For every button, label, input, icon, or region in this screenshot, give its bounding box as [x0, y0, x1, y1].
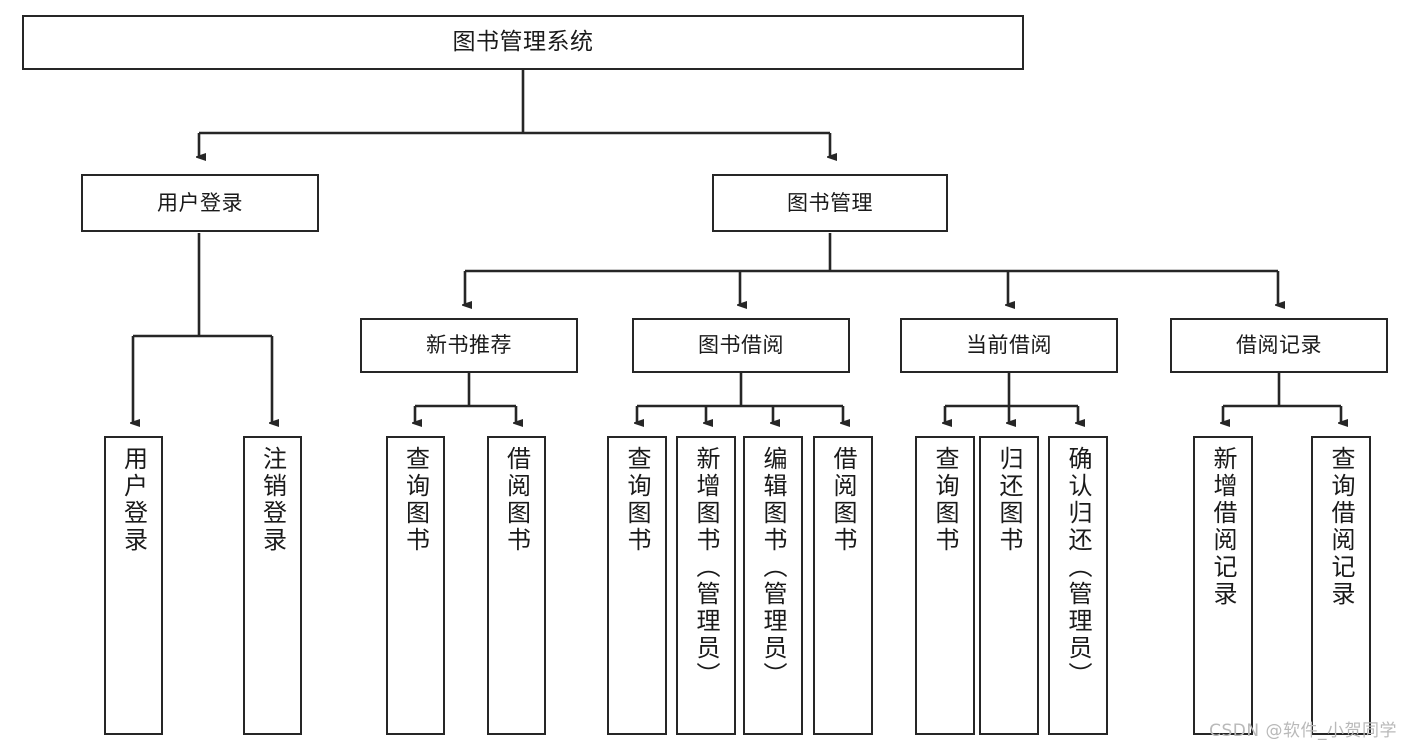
- node-leaf-logout[interactable]: 注销登录: [243, 436, 302, 735]
- node-book-borrow-label: 图书借阅: [698, 333, 784, 358]
- node-leaf-current-return-book[interactable]: 归还图书: [979, 436, 1039, 735]
- node-leaf-borrow-query-book-label: 查询图书: [623, 446, 651, 554]
- node-book-borrow[interactable]: 图书借阅: [632, 318, 850, 373]
- node-current-borrow-label: 当前借阅: [966, 333, 1052, 358]
- node-book-management-label: 图书管理: [787, 190, 873, 215]
- node-leaf-newbook-borrow-book[interactable]: 借阅图书: [487, 436, 546, 735]
- node-leaf-borrow-borrow-book[interactable]: 借阅图书: [813, 436, 873, 735]
- node-user-login[interactable]: 用户登录: [81, 174, 319, 232]
- node-leaf-current-confirm-return-label: 确认归还（管理员）: [1064, 446, 1092, 689]
- node-new-book-recommend-label: 新书推荐: [426, 333, 512, 358]
- node-leaf-borrow-borrow-book-label: 借阅图书: [829, 446, 857, 554]
- node-leaf-newbook-borrow-book-label: 借阅图书: [502, 446, 531, 554]
- node-leaf-logout-label: 注销登录: [258, 446, 287, 554]
- node-borrow-record[interactable]: 借阅记录: [1170, 318, 1388, 373]
- node-book-management[interactable]: 图书管理: [712, 174, 948, 232]
- node-leaf-record-query-label: 查询借阅记录: [1327, 446, 1355, 608]
- node-leaf-borrow-add-book-label: 新增图书（管理员）: [692, 446, 720, 689]
- node-leaf-newbook-query-book[interactable]: 查询图书: [386, 436, 445, 735]
- node-leaf-current-confirm-return[interactable]: 确认归还（管理员）: [1048, 436, 1108, 735]
- node-borrow-record-label: 借阅记录: [1236, 333, 1322, 358]
- node-root[interactable]: 图书管理系统: [22, 15, 1024, 70]
- node-current-borrow[interactable]: 当前借阅: [900, 318, 1118, 373]
- node-root-label: 图书管理系统: [452, 28, 594, 55]
- node-leaf-current-query-book-label: 查询图书: [931, 446, 959, 554]
- node-leaf-record-add-label: 新增借阅记录: [1209, 446, 1237, 608]
- node-leaf-borrow-edit-book-label: 编辑图书（管理员）: [759, 446, 787, 689]
- node-user-login-label: 用户登录: [157, 190, 243, 215]
- node-leaf-borrow-edit-book[interactable]: 编辑图书（管理员）: [743, 436, 803, 735]
- node-leaf-borrow-query-book[interactable]: 查询图书: [607, 436, 667, 735]
- node-leaf-user-login[interactable]: 用户登录: [104, 436, 163, 735]
- node-leaf-borrow-add-book[interactable]: 新增图书（管理员）: [676, 436, 736, 735]
- node-new-book-recommend[interactable]: 新书推荐: [360, 318, 578, 373]
- node-leaf-current-return-book-label: 归还图书: [995, 446, 1023, 554]
- node-leaf-user-login-label: 用户登录: [119, 446, 148, 554]
- node-leaf-record-query[interactable]: 查询借阅记录: [1311, 436, 1371, 735]
- node-leaf-newbook-query-book-label: 查询图书: [401, 446, 430, 554]
- node-leaf-current-query-book[interactable]: 查询图书: [915, 436, 975, 735]
- node-leaf-record-add[interactable]: 新增借阅记录: [1193, 436, 1253, 735]
